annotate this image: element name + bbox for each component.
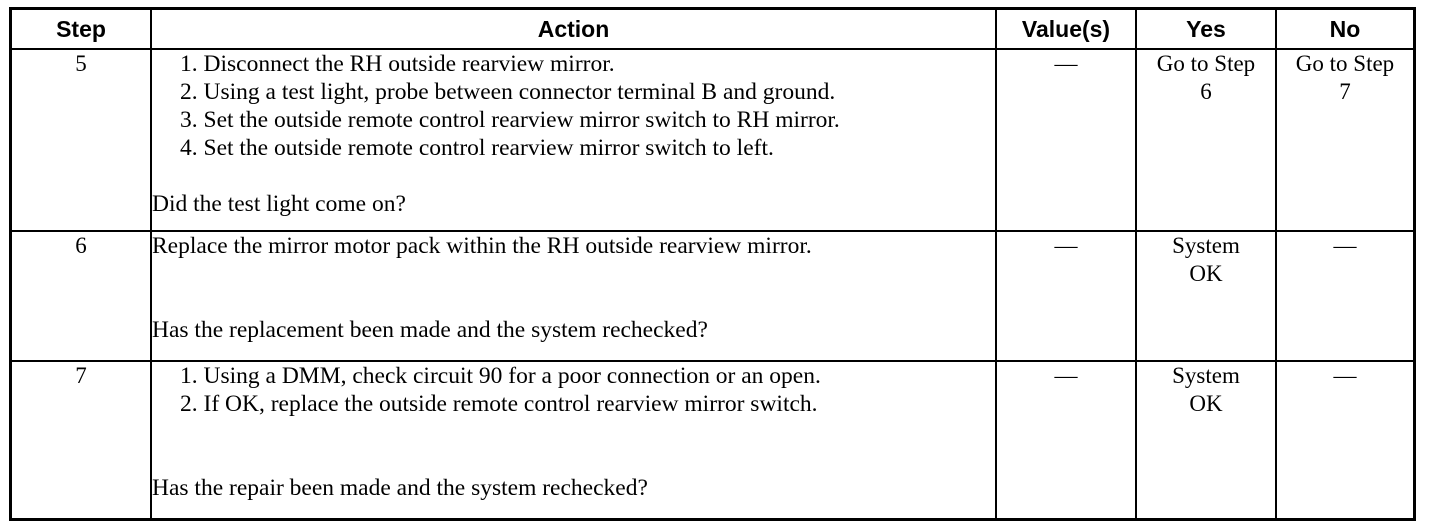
value-cell: — — [995, 230, 1137, 362]
table-row: 5 1. Disconnect the RH outside rearview … — [10, 48, 1415, 232]
yes-result-line-2: OK — [1189, 261, 1223, 286]
action-cell: 1. Disconnect the RH outside rearview mi… — [150, 48, 997, 232]
action-statement: Replace the mirror motor pack within the… — [152, 233, 812, 259]
list-item: 2. Using a test light, probe between con… — [180, 79, 836, 105]
header-row: Step Action Value(s) Yes No — [10, 8, 1415, 50]
yes-cell: System OK — [1135, 360, 1277, 520]
column-header-values: Value(s) — [995, 8, 1137, 50]
no-cell: — — [1275, 360, 1415, 520]
value-dash: — — [1054, 363, 1078, 388]
list-item: 3. Set the outside remote control rearvi… — [180, 107, 840, 133]
yes-cell: Go to Step 6 — [1135, 48, 1277, 232]
yes-result-line-2: OK — [1189, 391, 1223, 416]
action-question: Has the replacement been made and the sy… — [152, 317, 708, 343]
table-header: Step Action Value(s) Yes No — [10, 8, 1415, 50]
action-cell: Replace the mirror motor pack within the… — [150, 230, 997, 362]
no-cell: — — [1275, 230, 1415, 362]
spacer — [152, 162, 995, 190]
step-number: 6 — [10, 230, 152, 362]
list-item: 4. Set the outside remote control rearvi… — [180, 135, 774, 161]
list-item: 1. Disconnect the RH outside rearview mi… — [180, 51, 615, 77]
no-cell: Go to Step 7 — [1275, 48, 1415, 232]
action-question: Has the repair been made and the system … — [152, 475, 648, 501]
step-number: 7 — [10, 360, 152, 520]
value-dash: — — [1054, 51, 1078, 76]
yes-result-line-2: 6 — [1200, 79, 1212, 104]
column-header-action: Action — [150, 8, 997, 50]
action-question: Did the test light come on? — [152, 191, 406, 217]
step-number: 5 — [10, 48, 152, 232]
action-cell: 1. Using a DMM, check circuit 90 for a p… — [150, 360, 997, 520]
table-row: 7 1. Using a DMM, check circuit 90 for a… — [10, 360, 1415, 520]
value-cell: — — [995, 48, 1137, 232]
value-dash: — — [1054, 233, 1078, 258]
spacer — [152, 418, 995, 474]
table-row: 6 Replace the mirror motor pack within t… — [10, 230, 1415, 362]
yes-result-line-1: Go to Step — [1156, 51, 1256, 76]
diagnostic-step-table: Step Action Value(s) Yes No 5 1. Disconn… — [10, 8, 1415, 520]
yes-result-line-1: System — [1172, 233, 1240, 258]
column-header-yes: Yes — [1135, 8, 1277, 50]
column-header-step: Step — [10, 8, 152, 50]
no-result-line-1: Go to Step — [1295, 51, 1395, 76]
list-item: 2. If OK, replace the outside remote con… — [180, 391, 818, 417]
yes-cell: System OK — [1135, 230, 1277, 362]
value-cell: — — [995, 360, 1137, 520]
yes-result-line-1: System — [1172, 363, 1240, 388]
action-step-list: 1. Disconnect the RH outside rearview mi… — [152, 50, 995, 162]
action-step-list: 1. Using a DMM, check circuit 90 for a p… — [152, 362, 995, 418]
table-body: 5 1. Disconnect the RH outside rearview … — [10, 48, 1415, 520]
no-result-line-1: — — [1333, 233, 1357, 258]
list-item: 1. Using a DMM, check circuit 90 for a p… — [180, 363, 821, 389]
no-result-line-1: — — [1333, 363, 1357, 388]
column-header-no: No — [1275, 8, 1415, 50]
spacer — [152, 260, 995, 316]
no-result-line-2: 7 — [1339, 79, 1351, 104]
